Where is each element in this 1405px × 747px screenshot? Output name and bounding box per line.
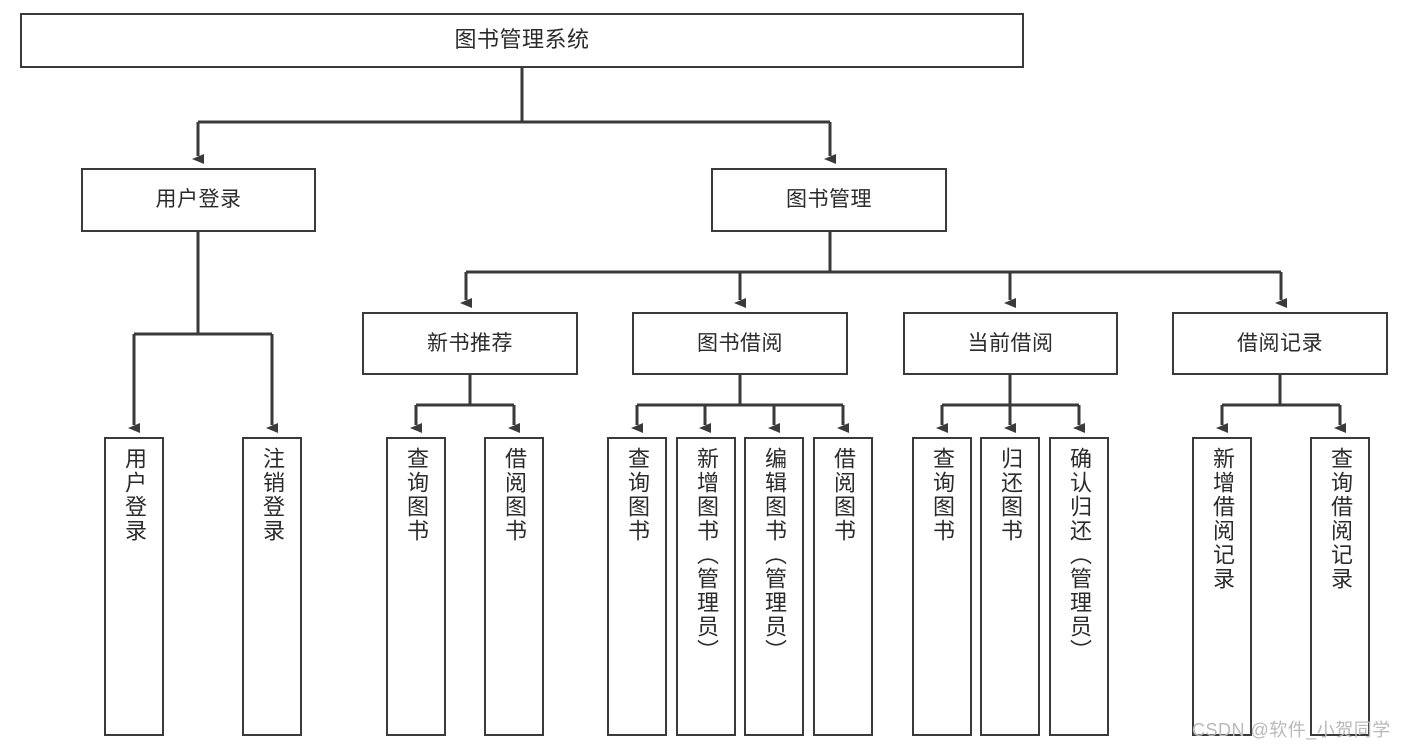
node-label: 新书推荐: [427, 331, 513, 355]
node-label: 确认归还（管理员）: [1066, 447, 1092, 663]
node-new-book-recommend[interactable]: 新书推荐: [362, 312, 578, 375]
node-leaf-query-borrow-record[interactable]: 查询借阅记录: [1310, 437, 1370, 736]
node-leaf-user-login[interactable]: 用户登录: [104, 437, 164, 736]
node-label: 新增借阅记录: [1209, 447, 1235, 591]
node-leaf-query-book-recommend[interactable]: 查询图书: [386, 437, 446, 736]
node-label: 当前借阅: [967, 331, 1054, 355]
node-label: 借阅记录: [1237, 331, 1323, 355]
node-leaf-confirm-return[interactable]: 确认归还（管理员）: [1049, 437, 1109, 736]
node-label: 注销登录: [259, 447, 285, 543]
node-label: 用户登录: [121, 447, 147, 543]
node-label: 归还图书: [997, 447, 1023, 543]
node-leaf-query-book-current[interactable]: 查询图书: [912, 437, 972, 736]
node-label: 查询借阅记录: [1327, 447, 1353, 591]
node-leaf-logout-login[interactable]: 注销登录: [242, 437, 302, 736]
node-user-login[interactable]: 用户登录: [81, 168, 316, 232]
node-leaf-return-book[interactable]: 归还图书: [980, 437, 1040, 736]
node-leaf-add-borrow-record[interactable]: 新增借阅记录: [1192, 437, 1252, 736]
node-label: 查询图书: [624, 447, 650, 543]
node-leaf-borrow-book-recommend[interactable]: 借阅图书: [484, 437, 544, 736]
node-label: 用户登录: [155, 188, 242, 212]
node-borrow-record[interactable]: 借阅记录: [1172, 312, 1388, 375]
node-label: 编辑图书（管理员）: [761, 447, 787, 663]
node-label: 查询图书: [929, 447, 955, 543]
node-leaf-borrow-book[interactable]: 借阅图书: [813, 437, 873, 736]
node-root-book-management-system[interactable]: 图书管理系统: [20, 13, 1024, 68]
node-leaf-add-book[interactable]: 新增图书（管理员）: [676, 437, 736, 736]
node-label: 图书借阅: [697, 331, 783, 355]
node-book-borrow[interactable]: 图书借阅: [632, 312, 848, 375]
node-label: 图书管理: [786, 188, 872, 212]
node-label: 借阅图书: [501, 447, 527, 543]
node-label: 借阅图书: [830, 447, 856, 543]
node-current-borrow[interactable]: 当前借阅: [903, 312, 1118, 375]
node-leaf-query-book-borrow[interactable]: 查询图书: [607, 437, 667, 736]
node-book-management[interactable]: 图书管理: [711, 168, 947, 232]
node-label: 新增图书（管理员）: [693, 447, 719, 663]
watermark-csdn: CSDN @软件_小贺同学: [1192, 720, 1391, 740]
node-leaf-edit-book[interactable]: 编辑图书（管理员）: [744, 437, 804, 736]
node-label: 图书管理系统: [454, 27, 590, 53]
node-label: 查询图书: [403, 447, 429, 543]
